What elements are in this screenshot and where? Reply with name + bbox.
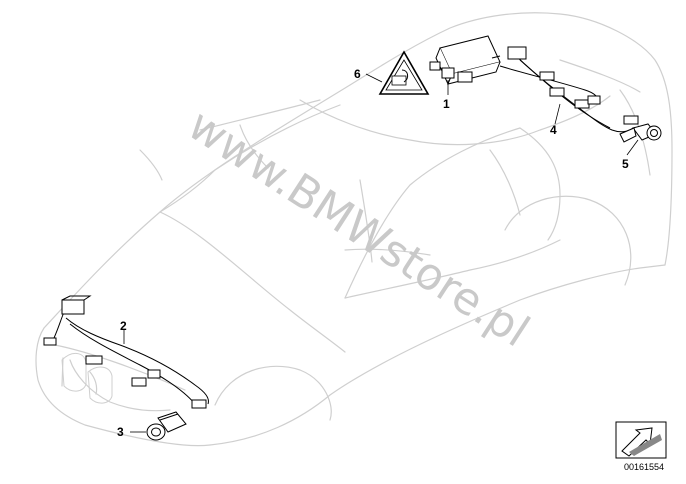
car-outline — [35, 12, 673, 447]
front-pdc-sensor — [146, 411, 187, 441]
callout-5: 5 — [622, 157, 629, 171]
warning-label-triangle — [378, 50, 430, 95]
control-module — [429, 35, 501, 86]
rear-wiring-harness — [499, 46, 639, 133]
callout-2: 2 — [120, 319, 127, 333]
arrow-icon[interactable] — [615, 421, 667, 459]
front-grille — [61, 353, 113, 404]
rear-pdc-sensor — [619, 123, 662, 143]
callout-4: 4 — [550, 123, 557, 137]
callout-1: 1 — [443, 97, 450, 111]
watermark-text: www.BMWstore.pl — [179, 99, 538, 357]
front-wiring-harness — [43, 295, 209, 409]
doc-number: 00161554 — [624, 462, 664, 472]
callout-3: 3 — [117, 425, 124, 439]
leader-lines — [123, 73, 639, 433]
callout-6: 6 — [354, 67, 361, 81]
